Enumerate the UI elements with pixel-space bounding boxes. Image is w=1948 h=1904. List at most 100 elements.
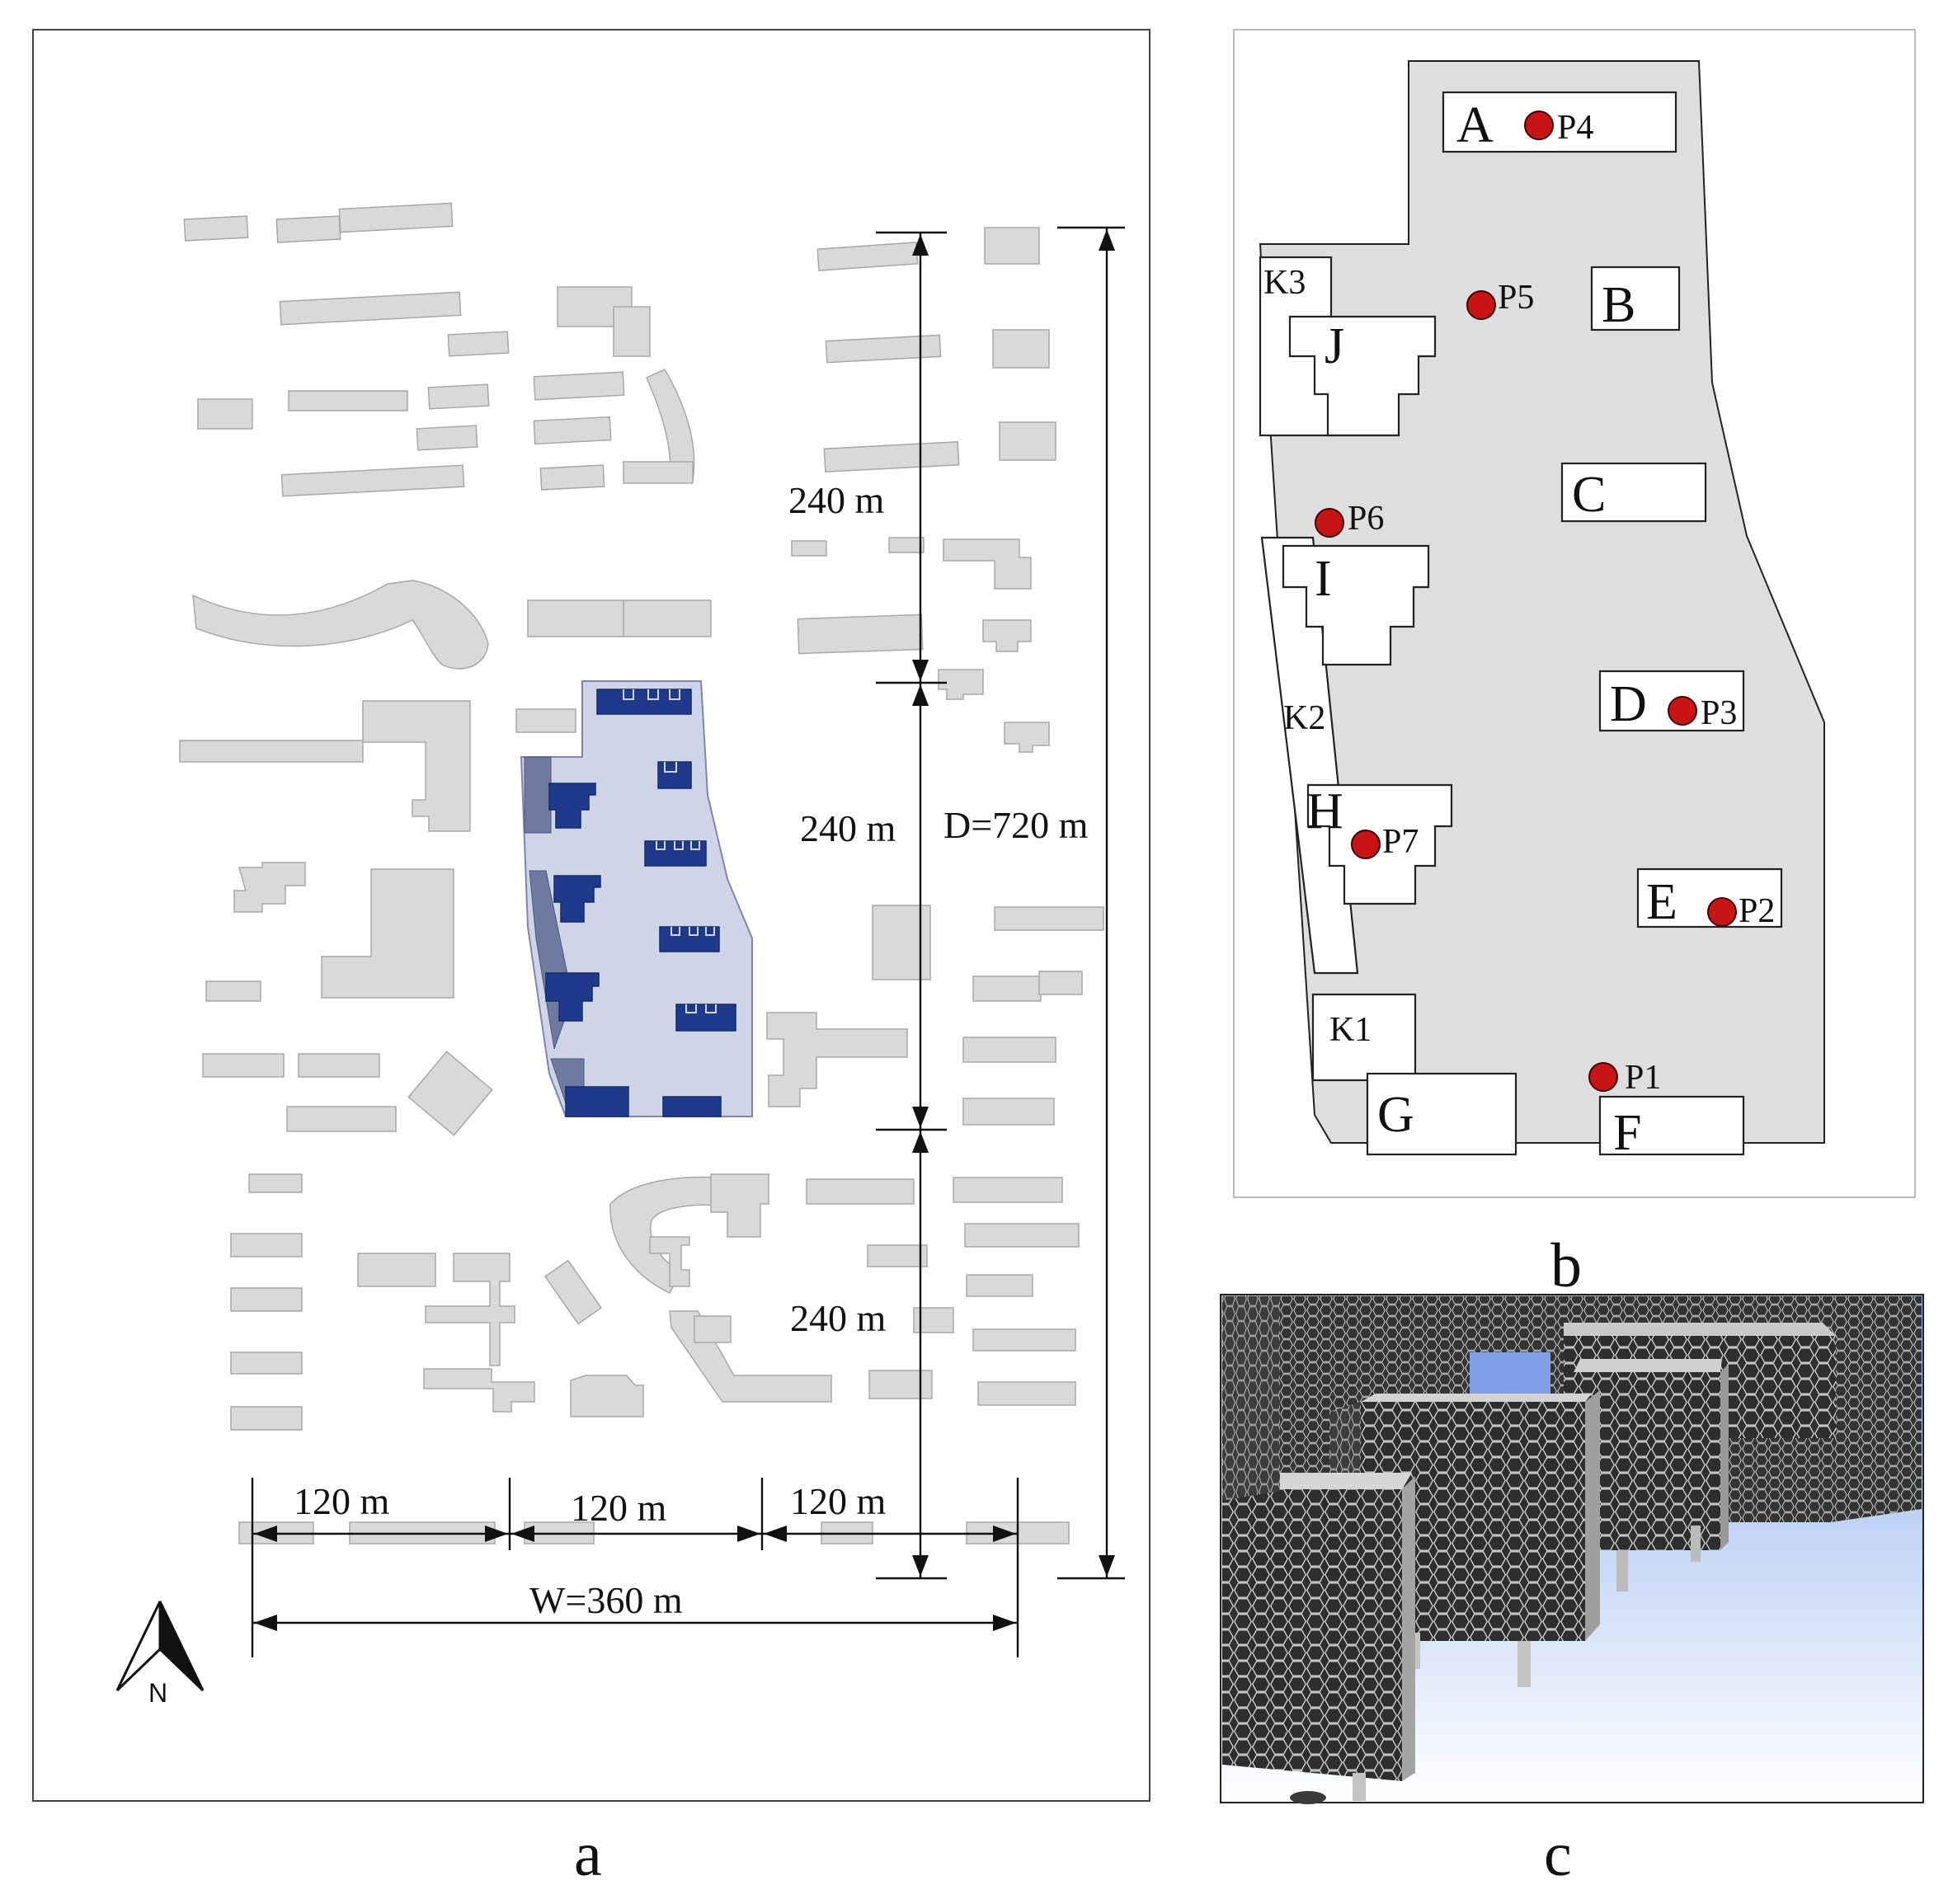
- north-arrow-icon: N: [115, 1601, 205, 1708]
- building-a-box: [1442, 91, 1677, 153]
- building-c-box: [1560, 462, 1707, 523]
- tower-f: [662, 1096, 722, 1117]
- context-building: [515, 708, 576, 733]
- context-building: [797, 614, 924, 655]
- panel-b: K3 K2 K1 A B C D E F G H I J P4 P5 P6 P3…: [1233, 29, 1916, 1198]
- building-f-label: F: [1613, 1105, 1641, 1161]
- point-p5-marker: [1466, 290, 1496, 320]
- context-building: [964, 1223, 1080, 1248]
- point-p2-label: P2: [1739, 892, 1775, 930]
- tower-g: [565, 1086, 629, 1117]
- point-p1-label: P1: [1625, 1059, 1661, 1097]
- building-j-shape: [1288, 315, 1437, 437]
- building-c-label: C: [1572, 467, 1606, 523]
- measurement-points: P4 P5 P6 P3 P7 P2 P1: [1315, 109, 1775, 1097]
- context-building: [427, 383, 490, 410]
- building-b-box: [1590, 266, 1681, 331]
- context-building: [192, 580, 489, 670]
- panel-a: 240 m 240 m 240 m D=720 m 120 m 120 m 12…: [32, 29, 1150, 1802]
- zone-k3-label: K3: [1263, 264, 1306, 302]
- context-building: [202, 1053, 285, 1078]
- context-building: [825, 334, 942, 364]
- point-p3-label: P3: [1701, 694, 1737, 732]
- zone-k2-label: K2: [1283, 699, 1325, 737]
- context-building: [868, 1370, 933, 1399]
- context-building: [962, 1098, 1055, 1126]
- context-building: [972, 1328, 1076, 1352]
- site-zone-k3: [524, 756, 552, 834]
- context-building: [275, 215, 341, 243]
- context-building: [613, 306, 651, 357]
- context-building: [823, 440, 960, 473]
- context-building: [362, 700, 471, 832]
- context-building: [527, 599, 712, 637]
- building-h-label: H: [1306, 783, 1343, 839]
- context-building: [623, 461, 694, 484]
- context-building: [197, 398, 253, 430]
- context-building: [972, 976, 1042, 1002]
- context-building: [447, 331, 510, 357]
- context-building: [230, 1287, 303, 1312]
- context-building: [872, 905, 931, 980]
- dim-label-depth: D=720 m: [943, 804, 1089, 846]
- context-building: [982, 619, 1032, 652]
- context-building: [806, 1178, 915, 1205]
- context-building: [230, 1352, 303, 1375]
- point-p4-marker: [1524, 110, 1554, 140]
- context-building: [230, 1406, 303, 1431]
- context-building: [962, 1037, 1056, 1063]
- context-buildings: [179, 202, 1104, 1544]
- context-building: [179, 740, 364, 763]
- target-site: [520, 680, 753, 1117]
- dim-label-240-middle: 240 m: [800, 807, 896, 849]
- tower-b: [657, 761, 692, 789]
- context-building: [710, 1173, 769, 1238]
- tower-j: [548, 783, 596, 829]
- building-i-label: I: [1315, 551, 1332, 607]
- context-building: [570, 1375, 644, 1417]
- building-e-box: [1636, 867, 1783, 928]
- building-d-label: D: [1610, 676, 1647, 732]
- zone-k1-label: K1: [1329, 1011, 1372, 1049]
- context-building: [357, 1253, 436, 1287]
- panel-c-mesh-render: [1220, 1294, 1924, 1804]
- context-building: [423, 1368, 535, 1413]
- dim-label-120-right: 120 m: [790, 1480, 887, 1522]
- context-building: [609, 1176, 735, 1294]
- context-building: [539, 464, 605, 491]
- building-b-label: B: [1602, 277, 1635, 333]
- point-p6-marker: [1315, 508, 1344, 538]
- tower-a: [596, 689, 692, 715]
- tower-i: [553, 875, 601, 923]
- building-j-label: J: [1325, 318, 1344, 374]
- context-building: [999, 421, 1056, 461]
- context-building: [938, 669, 984, 700]
- context-building: [992, 329, 1050, 369]
- context-building: [533, 371, 625, 401]
- context-building: [1038, 971, 1083, 995]
- context-building: [321, 868, 454, 999]
- tower-h: [545, 972, 600, 1022]
- context-building: [286, 1106, 397, 1132]
- context-building: [230, 1233, 303, 1258]
- zone-k1-box: [1311, 993, 1417, 1082]
- context-building: [543, 1259, 603, 1325]
- building-g-label: G: [1377, 1087, 1414, 1143]
- context-building: [279, 291, 462, 326]
- dim-label-120-middle: 120 m: [571, 1487, 667, 1529]
- context-building: [953, 1177, 1063, 1203]
- context-building: [338, 202, 454, 233]
- point-p1-marker: [1588, 1062, 1618, 1092]
- context-building: [425, 1253, 515, 1366]
- context-building: [766, 1012, 908, 1107]
- point-p7-marker: [1351, 830, 1381, 859]
- point-p2-marker: [1707, 897, 1737, 927]
- context-building: [183, 215, 249, 242]
- point-p5-label: P5: [1498, 279, 1534, 317]
- building-f-box: [1598, 1095, 1745, 1156]
- point-p3-marker: [1668, 696, 1697, 726]
- building-g-box: [1366, 1072, 1517, 1156]
- building-e-label: E: [1646, 874, 1677, 930]
- context-building: [533, 416, 612, 445]
